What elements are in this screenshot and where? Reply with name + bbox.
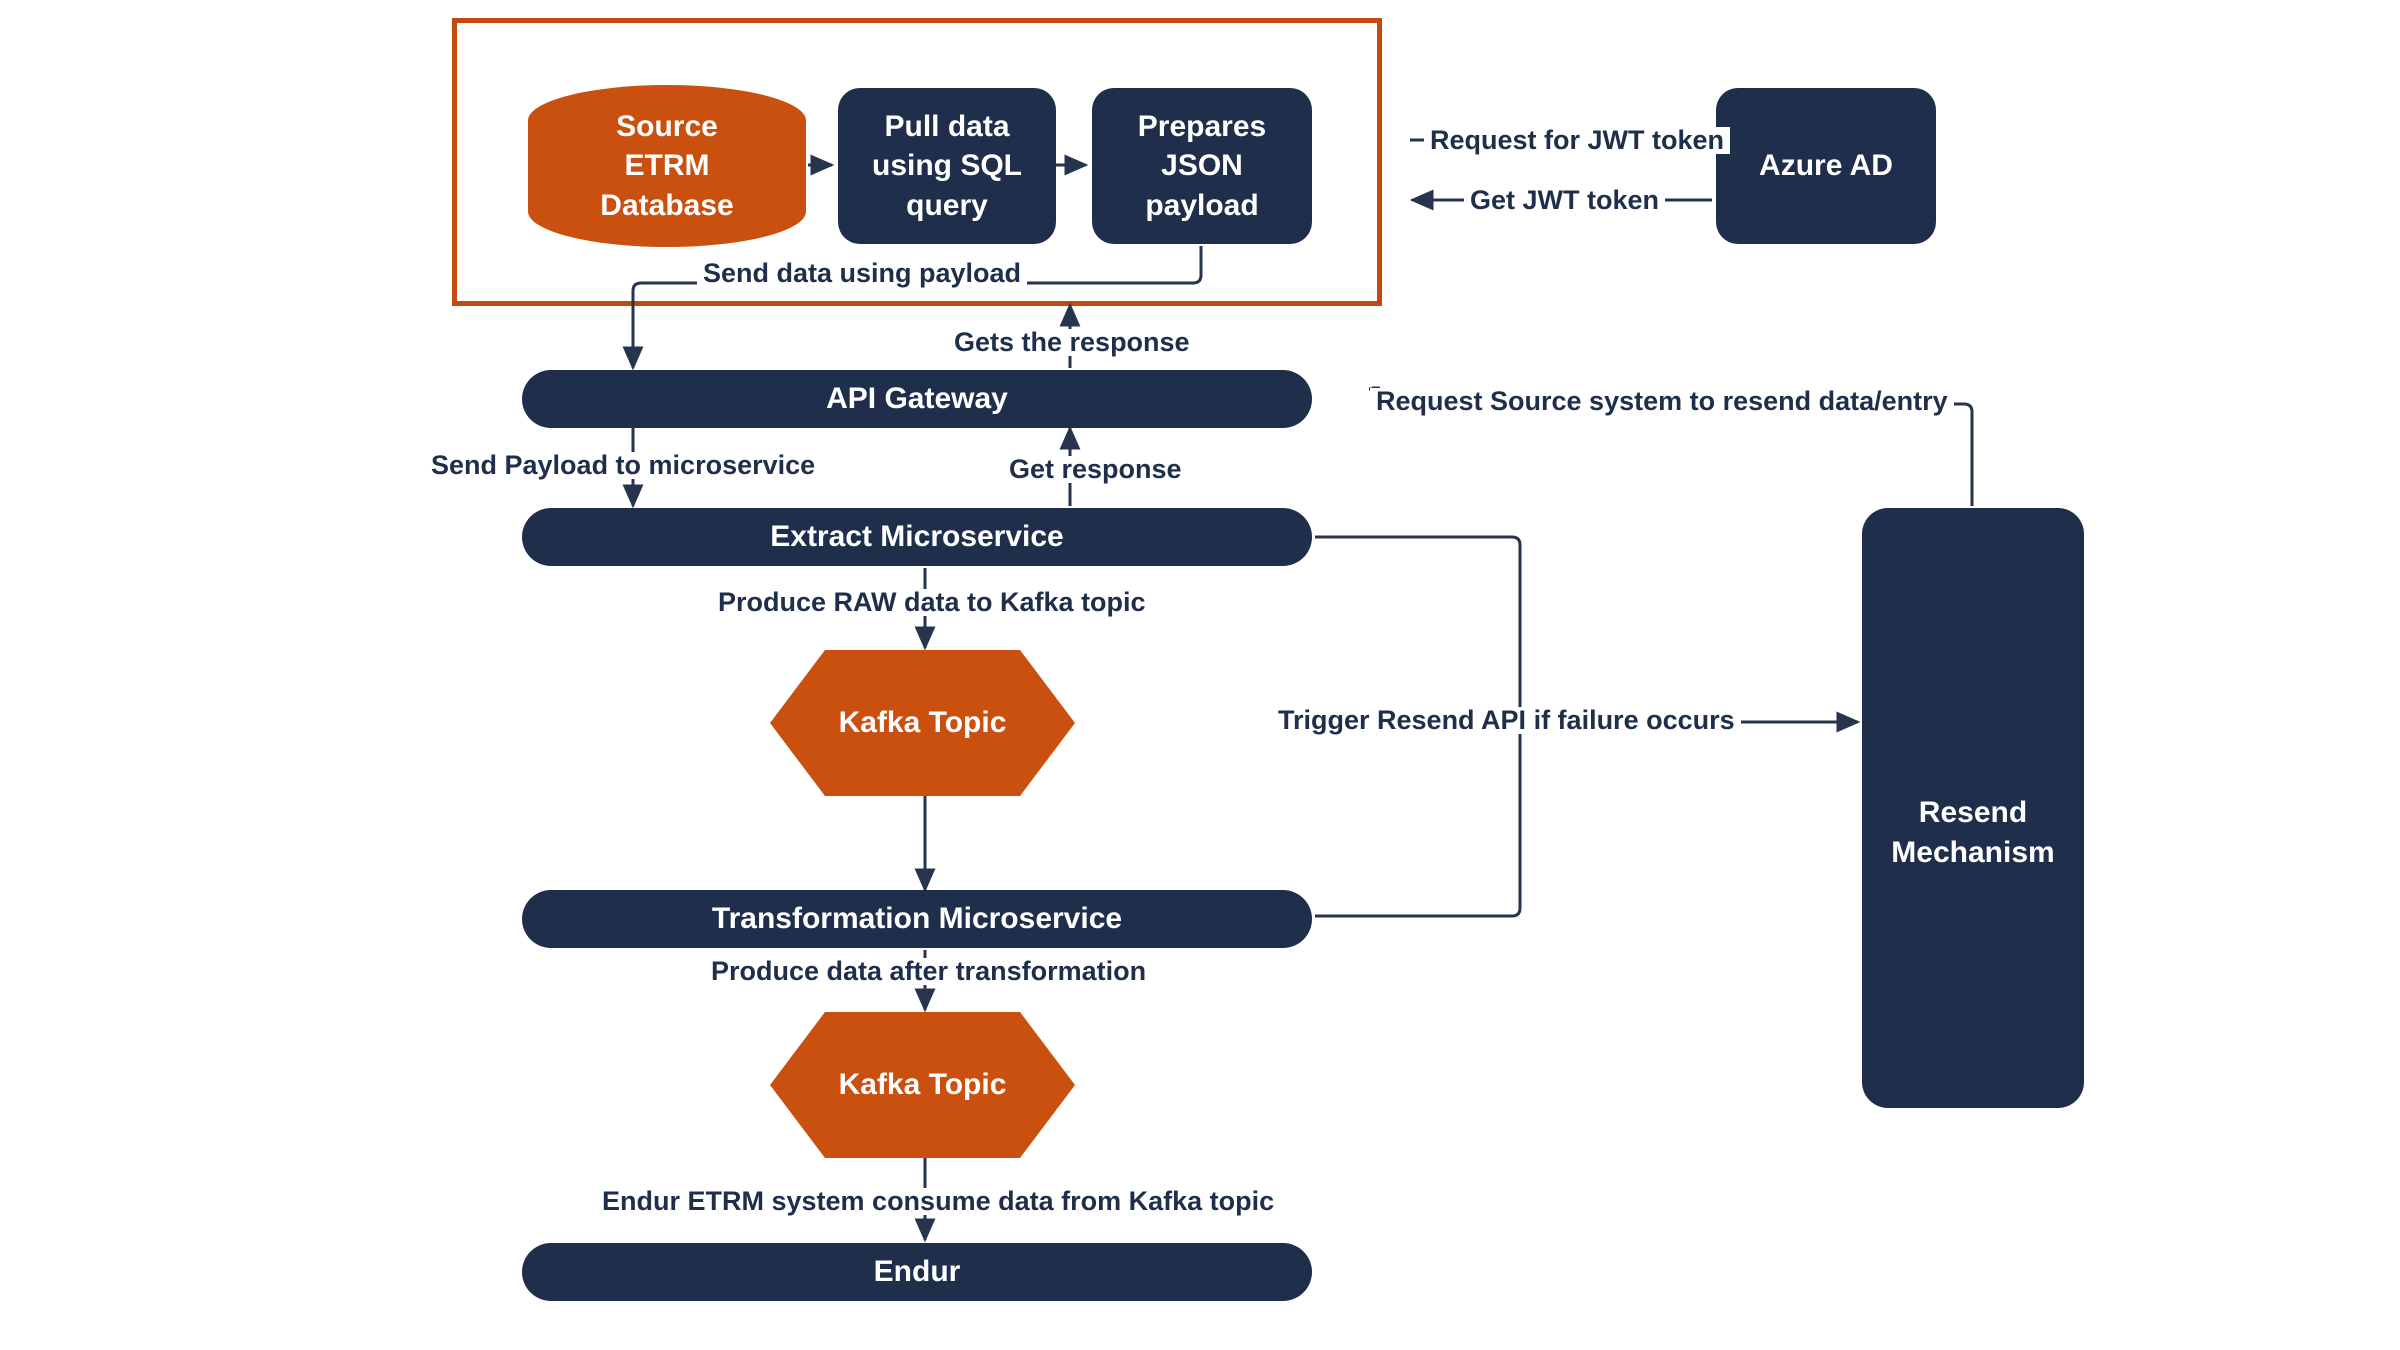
pull-data-line2: using SQL <box>872 149 1022 183</box>
resend-mechanism-line2: Mechanism <box>1891 836 2055 869</box>
transformation-microservice-label: Transformation Microservice <box>711 902 1123 936</box>
edge-label-produce-after-transformation: Produce data after transformation <box>705 958 1153 985</box>
api-gateway-label: API Gateway <box>826 382 1008 416</box>
hexagon-shape-transformed <box>770 1012 1075 1158</box>
prepares-line2: JSON payload <box>1145 149 1259 222</box>
pull-data-line3: query <box>906 188 988 222</box>
node-extract-microservice[interactable]: Extract Microservice <box>522 508 1312 566</box>
node-source-etrm-database[interactable]: Source ETRM Database <box>528 85 806 247</box>
pull-data-line1: Pull data <box>884 109 1010 143</box>
edge-label-trigger-resend-api: Trigger Resend API if failure occurs <box>1272 707 1741 734</box>
node-resend-mechanism[interactable]: Resend Mechanism <box>1862 508 2084 1108</box>
edge-label-send-payload-to-microservice: Send Payload to microservice <box>425 452 822 479</box>
node-kafka-topic-raw[interactable]: Kafka Topic <box>770 650 1075 796</box>
edge-label-get-jwt-token: Get JWT token <box>1464 187 1666 214</box>
hexagon-shape-raw <box>770 650 1075 796</box>
node-transformation-microservice[interactable]: Transformation Microservice <box>522 890 1312 948</box>
source-db-line3: Database <box>600 188 734 222</box>
prepares-line1: Prepares <box>1137 109 1267 143</box>
edge-label-send-data-using-payload: Send data using payload <box>697 260 1028 287</box>
edge-label-endur-consume: Endur ETRM system consume data from Kafk… <box>596 1188 1281 1215</box>
resend-mechanism-line1: Resend <box>1918 796 2028 830</box>
node-api-gateway[interactable]: API Gateway <box>522 370 1312 428</box>
edge-label-produce-raw-data: Produce RAW data to Kafka topic <box>712 589 1152 616</box>
kafka-topic-raw-label: Kafka Topic <box>838 706 1007 739</box>
kafka-topic-transformed-label: Kafka Topic <box>838 1068 1007 1101</box>
edge-label-get-response: Get response <box>1003 456 1188 483</box>
node-kafka-topic-transformed[interactable]: Kafka Topic <box>770 1012 1075 1158</box>
node-pull-data-using-sql-query[interactable]: Pull data using SQL query <box>838 88 1056 244</box>
edge-label-gets-the-response: Gets the response <box>948 329 1196 356</box>
node-prepares-json-payload[interactable]: Prepares JSON payload <box>1092 88 1312 244</box>
edge-label-request-for-jwt-token: Request for JWT token <box>1424 127 1731 154</box>
endur-label: Endur <box>873 1255 961 1289</box>
node-azure-ad[interactable]: Azure AD <box>1716 88 1936 244</box>
edge-label-request-source-system-resend: Request Source system to resend data/ent… <box>1370 388 1954 415</box>
extract-microservice-label: Extract Microservice <box>770 520 1064 554</box>
azure-ad-label: Azure AD <box>1759 149 1893 183</box>
source-db-line2: ETRM <box>624 149 710 183</box>
node-endur[interactable]: Endur <box>522 1243 1312 1301</box>
source-db-line1: Source <box>616 109 718 143</box>
